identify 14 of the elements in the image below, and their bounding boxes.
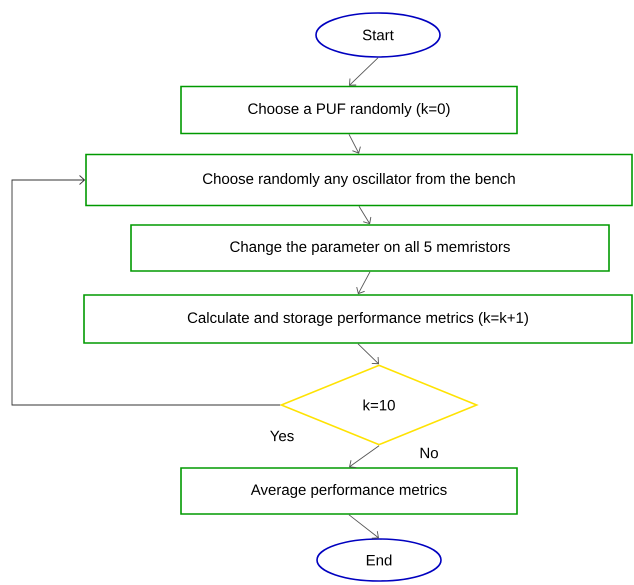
arrow bbox=[12, 175, 281, 406]
edge-label: No bbox=[418, 446, 440, 460]
arrow bbox=[358, 343, 379, 364]
process-box: Choose a PUF randomly (k=0) bbox=[180, 86, 518, 134]
process-box: Change the parameter on all 5 memristors bbox=[130, 224, 610, 272]
arrow bbox=[349, 445, 380, 468]
arrow bbox=[356, 271, 370, 294]
arrow bbox=[348, 134, 361, 154]
arrow bbox=[348, 514, 379, 539]
arrow bbox=[358, 206, 372, 224]
arrow bbox=[349, 57, 378, 86]
process-box: Calculate and storage performance metrics (k=k+1) bbox=[83, 294, 633, 344]
process-box: Average performance metrics bbox=[180, 467, 518, 515]
process-box: Choose randomly any oscillator from the bench bbox=[85, 154, 633, 206]
